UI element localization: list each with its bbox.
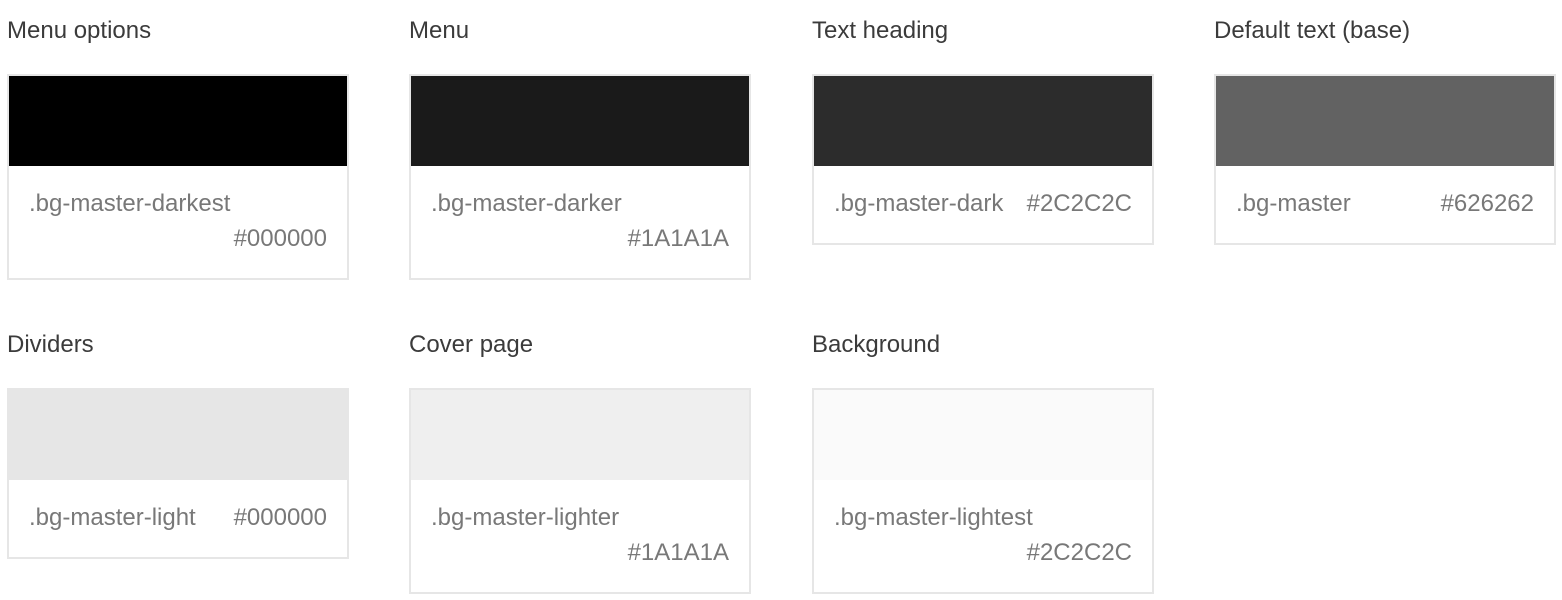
swatch-card: .bg-master-dark #2C2C2C bbox=[812, 74, 1154, 245]
color-swatch bbox=[411, 390, 749, 480]
swatch-class-name: .bg-master-lighter bbox=[431, 504, 620, 531]
swatch-card: .bg-master-darkest #000000 bbox=[7, 74, 349, 280]
swatch-card: .bg-master-lightest #2C2C2C bbox=[812, 388, 1154, 594]
swatch-dividers: Dividers .bg-master-light #000000 bbox=[7, 330, 349, 559]
swatch-card: .bg-master-lighter #1A1A1A bbox=[409, 388, 751, 594]
swatch-class-name: .bg-master-darkest bbox=[29, 190, 231, 217]
swatch-meta: .bg-master #626262 bbox=[1216, 166, 1554, 243]
swatch-hex-code: #1A1A1A bbox=[627, 539, 729, 566]
swatch-background: Background .bg-master-lightest #2C2C2C bbox=[812, 330, 1154, 594]
swatch-class-name: .bg-master-darker bbox=[431, 190, 622, 217]
swatch-title: Menu options bbox=[7, 17, 152, 44]
color-swatch bbox=[1216, 76, 1554, 166]
swatch-hex-code: #000000 bbox=[233, 225, 327, 252]
swatch-title: Text heading bbox=[812, 17, 949, 44]
color-swatch bbox=[814, 76, 1152, 166]
swatch-class-name: .bg-master-dark bbox=[834, 190, 1004, 217]
swatch-hex-code: #626262 bbox=[1440, 190, 1534, 217]
swatch-menu-options: Menu options .bg-master-darkest #000000 bbox=[7, 16, 349, 280]
swatch-meta: .bg-master-darkest #000000 bbox=[9, 166, 347, 278]
swatch-hex-code: #1A1A1A bbox=[627, 225, 729, 252]
swatch-title: Default text (base) bbox=[1214, 17, 1411, 44]
swatch-card: .bg-master-darker #1A1A1A bbox=[409, 74, 751, 280]
swatch-meta: .bg-master-dark #2C2C2C bbox=[814, 166, 1152, 243]
swatch-menu: Menu .bg-master-darker #1A1A1A bbox=[409, 16, 751, 280]
swatch-title: Menu bbox=[409, 17, 470, 44]
color-swatch bbox=[9, 76, 347, 166]
swatch-card: .bg-master #626262 bbox=[1214, 74, 1556, 245]
swatch-hex-code: #000000 bbox=[233, 504, 327, 531]
swatch-class-name: .bg-master-lightest bbox=[834, 504, 1033, 531]
swatch-meta: .bg-master-lightest #2C2C2C bbox=[814, 480, 1152, 592]
color-swatch bbox=[814, 390, 1152, 480]
swatch-meta: .bg-master-darker #1A1A1A bbox=[411, 166, 749, 278]
color-swatch bbox=[9, 390, 347, 480]
swatch-title: Cover page bbox=[409, 331, 534, 358]
swatch-cover-page: Cover page .bg-master-lighter #1A1A1A bbox=[409, 330, 751, 594]
swatch-hex-code: #2C2C2C bbox=[1026, 539, 1132, 566]
swatch-hex-code: #2C2C2C bbox=[1026, 190, 1132, 217]
swatch-title: Dividers bbox=[7, 331, 94, 358]
color-swatch bbox=[411, 76, 749, 166]
swatch-title: Background bbox=[812, 331, 941, 358]
swatch-meta: .bg-master-lighter #1A1A1A bbox=[411, 480, 749, 592]
swatch-default-text: Default text (base) .bg-master #626262 bbox=[1214, 16, 1556, 245]
swatch-meta: .bg-master-light #000000 bbox=[9, 480, 347, 557]
swatch-text-heading: Text heading .bg-master-dark #2C2C2C bbox=[812, 16, 1154, 245]
swatch-class-name: .bg-master-light bbox=[29, 504, 196, 531]
swatch-card: .bg-master-light #000000 bbox=[7, 388, 349, 559]
swatch-class-name: .bg-master bbox=[1236, 190, 1351, 217]
